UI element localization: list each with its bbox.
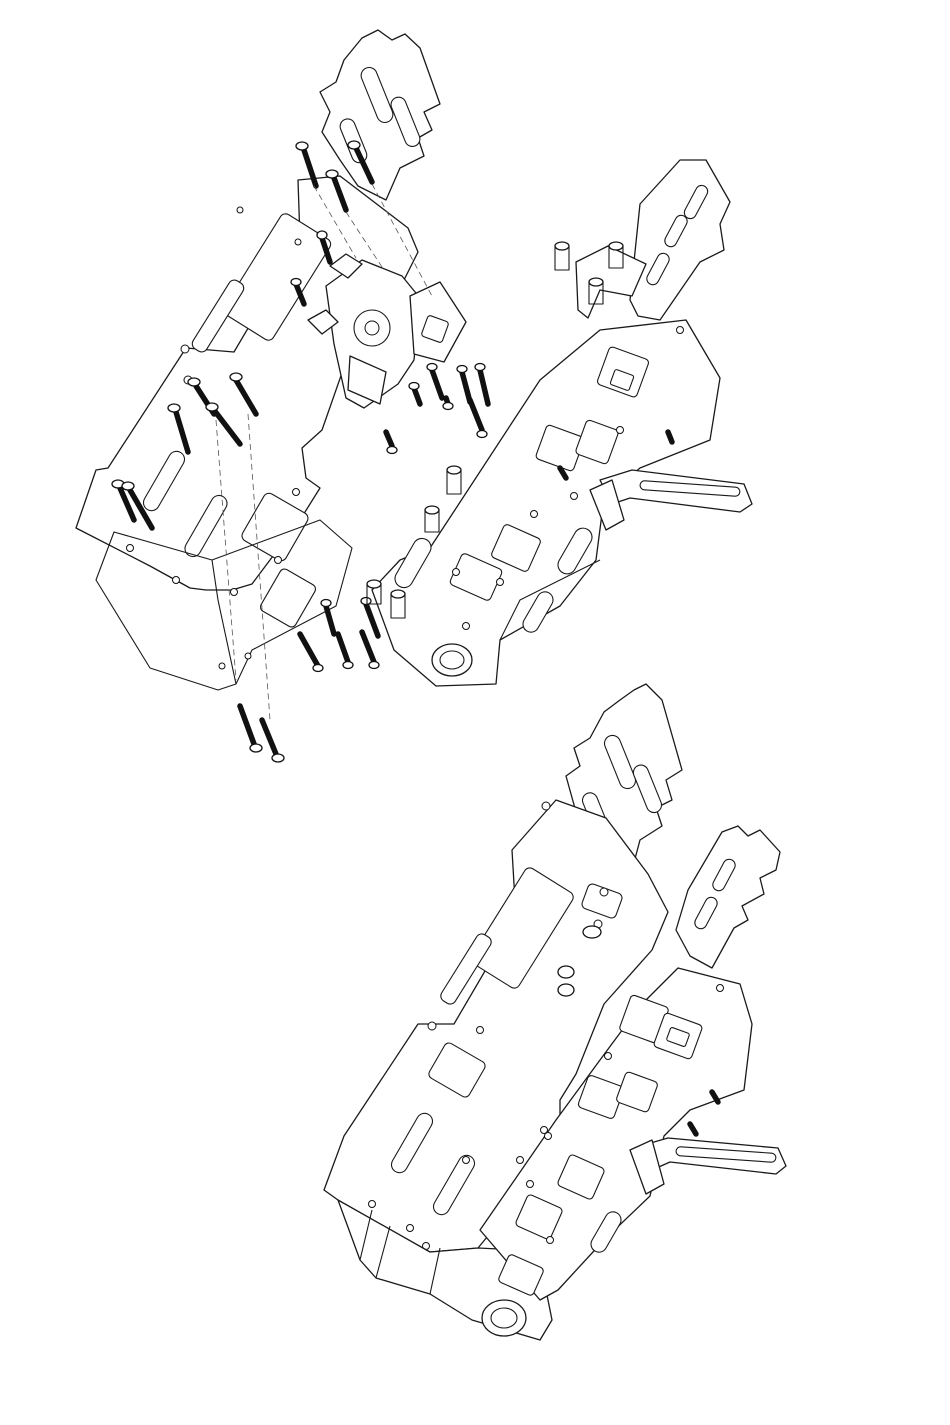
assembled-right-upper-plate (676, 826, 780, 968)
assembled-view (324, 684, 786, 1340)
exploded-view (76, 30, 752, 762)
right-frame-half (367, 160, 752, 686)
